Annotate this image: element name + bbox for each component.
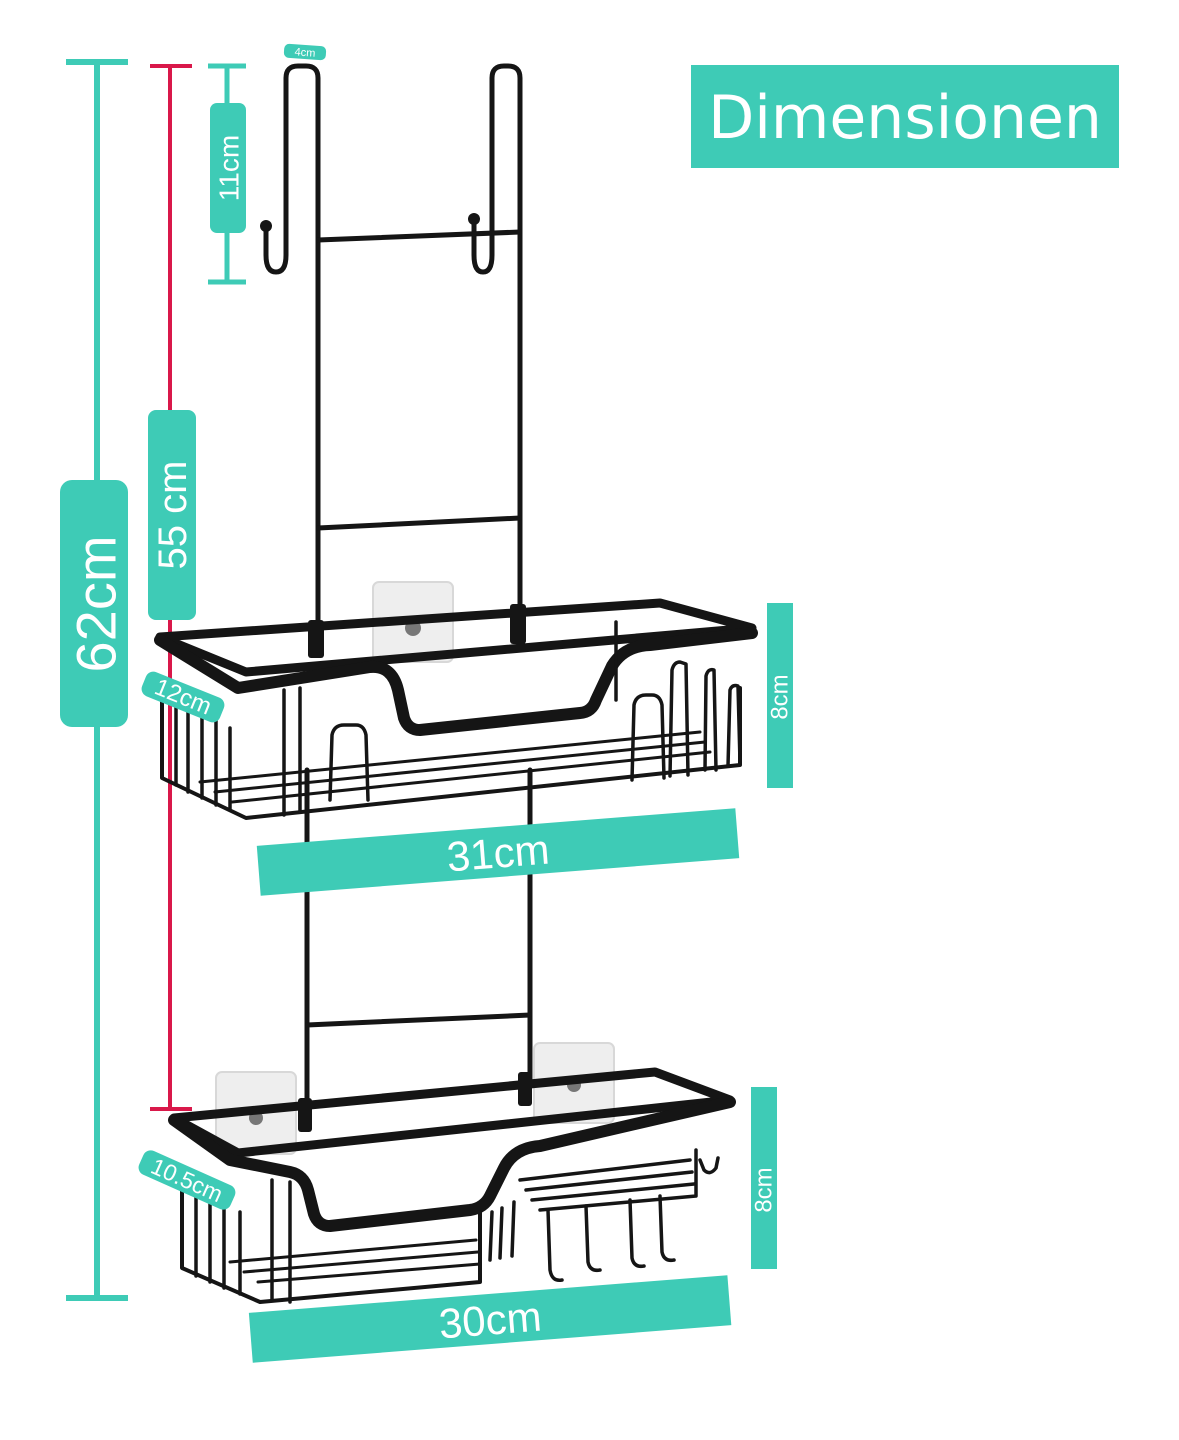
lower-crossbar	[304, 1012, 533, 1028]
bottom-shelf-clip-left	[298, 1098, 312, 1132]
top-shelf-clip-left	[308, 620, 324, 658]
top-shelf-height-dimension: 8cm	[767, 603, 794, 788]
total-height-badge	[60, 480, 128, 727]
bottom-shelf-width-dimension: 30cm	[248, 1275, 732, 1363]
total-height-dimension: 62cm	[60, 59, 128, 1301]
top-shelf-basket-outline	[160, 686, 742, 820]
bottom-shelf-front-band	[168, 1096, 736, 1232]
hook-width-badge	[283, 43, 327, 61]
bottom-shelf-height-badge	[751, 1087, 777, 1269]
hook-width-label: 4cm	[294, 46, 316, 59]
adhesive-pads	[215, 581, 615, 1155]
usable-height-dimension: 55 cm	[148, 64, 196, 1111]
title-background	[691, 65, 1119, 168]
right-hook-tip	[468, 213, 480, 225]
bottom-shelf-side-hook	[698, 1156, 720, 1175]
top-shelf-floor-wires	[198, 730, 712, 804]
top-shelf-width-badge	[256, 808, 740, 896]
hook-height-badge	[210, 103, 246, 233]
total-height-label: 62cm	[65, 536, 128, 673]
title-text: Dimensionen	[708, 83, 1102, 153]
left-hook-tip	[260, 220, 272, 232]
left-hook	[263, 63, 321, 623]
top-shelf	[154, 598, 758, 820]
bottom-shelf-floor-wires	[228, 1238, 482, 1284]
hook-width-dimension: 4cm	[283, 43, 327, 61]
top-shelf-divider-left	[328, 723, 370, 802]
top-shelf-divider-right	[630, 693, 666, 782]
usable-height-label: 55 cm	[151, 461, 195, 570]
rack-frame	[260, 63, 533, 1111]
top-crossbar	[315, 229, 523, 243]
top-shelf-width-label: 31cm	[445, 826, 551, 881]
top-shelf-depth-badge	[141, 671, 225, 723]
bottom-shelf-width-label: 30cm	[437, 1293, 543, 1348]
bottom-shelf-inner-wires	[488, 1200, 516, 1262]
top-shelf-width-dimension: 31cm	[256, 808, 740, 896]
bottom-shelf	[168, 1067, 736, 1304]
bottom-shelf-height-dimension: 8cm	[751, 1087, 778, 1269]
bottom-shelf-clip-right	[518, 1072, 532, 1106]
right-hook	[471, 63, 523, 625]
bottom-shelf-depth-label: 10.5cm	[147, 1153, 226, 1207]
top-shelf-height-label: 8cm	[767, 674, 794, 719]
bottom-shelf-height-label: 8cm	[751, 1167, 778, 1212]
top-shelf-clip-right	[510, 604, 526, 644]
top-shelf-front-band	[154, 627, 758, 736]
title-banner: Dimensionen	[691, 65, 1119, 168]
bottom-shelf-clips	[298, 1072, 532, 1132]
top-shelf-clips	[308, 604, 526, 658]
hook-height-dimension: 11cm	[208, 63, 246, 285]
bottom-shelf-width-badge	[248, 1275, 732, 1363]
top-shelf-end-hooks	[668, 660, 742, 778]
usable-height-badge	[148, 410, 196, 620]
bottom-shelf-side-wires	[194, 1178, 292, 1304]
bottom-shelf-hanging-hooks	[546, 1194, 676, 1283]
bottom-shelf-depth-badge	[138, 1150, 236, 1210]
mid-crossbar	[315, 515, 523, 531]
top-shelf-side-wires	[174, 686, 302, 817]
top-shelf-height-badge	[767, 603, 793, 788]
hook-height-label: 11cm	[214, 135, 245, 201]
bottom-shelf-soap-grid	[518, 1148, 698, 1212]
bottom-shelf-basket-outline	[180, 1178, 482, 1304]
